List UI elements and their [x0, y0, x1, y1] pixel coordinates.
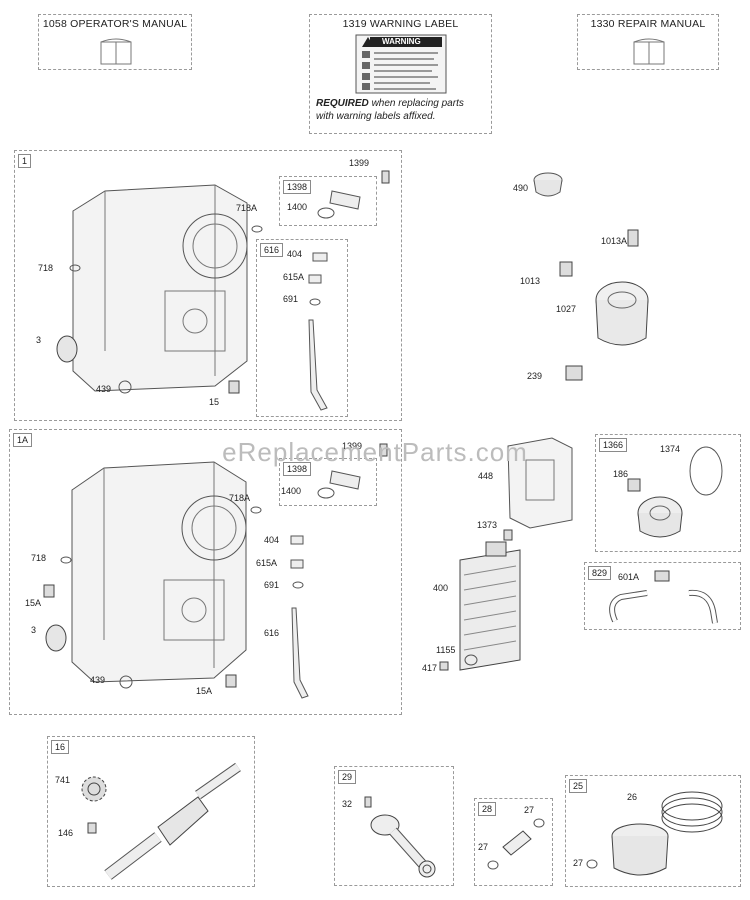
repair-manual-box: 1330 REPAIR MANUAL [577, 14, 719, 70]
group-1-tag: 1 [18, 154, 32, 168]
warning-label-title: 1319 WARNING LABEL [342, 18, 459, 30]
part-718a-b: 718A [229, 493, 251, 503]
required-bold: REQUIRED [316, 98, 369, 109]
group-829-tag: 829 [588, 566, 612, 580]
wrist-pin-drawing [487, 818, 545, 870]
part-417: 417 [422, 663, 438, 673]
hose-drawing [609, 570, 718, 624]
crankcase-drawing [56, 170, 390, 394]
crankshaft-drawing [81, 762, 241, 880]
required-note: REQUIRED when replacing parts with warni… [316, 97, 464, 123]
piston-drawing [586, 791, 723, 876]
part-439-b: 439 [90, 675, 106, 685]
part-1399-b: 1399 [342, 441, 363, 451]
group-1a-box: 1A 1398 [9, 429, 402, 715]
part-616-b: 616 [264, 628, 280, 638]
required-rest-2: with warning labels affixed. [316, 111, 436, 122]
part-1399-a: 1399 [349, 158, 370, 168]
part-1373: 1373 [477, 520, 498, 530]
part-26: 26 [627, 792, 638, 802]
group-1398-1a-box: 1398 [279, 458, 377, 506]
required-rest-1: when replacing parts [368, 98, 464, 109]
operators-manual-box: 1058 OPERATOR'S MANUAL [38, 14, 192, 70]
group-29-tag: 29 [338, 770, 357, 784]
group-829-box: 829 [584, 562, 741, 630]
group-25-box: 25 [565, 775, 741, 887]
operators-manual-title: 1058 OPERATOR'S MANUAL [42, 18, 188, 30]
warning-label-graphic [355, 34, 447, 94]
part-691-a: 691 [283, 294, 299, 304]
part-400: 400 [433, 583, 449, 593]
group-29-box: 29 [334, 766, 454, 886]
group-616-box: 616 [256, 239, 348, 417]
part-718a-a: 718A [236, 203, 258, 213]
part-1374: 1374 [660, 444, 681, 454]
dipstick-tube-drawing [308, 252, 328, 411]
group-28-tag: 28 [478, 802, 497, 816]
group-1398-box: 1398 [279, 176, 377, 226]
part-1398-label-1400-a: 1400 [287, 202, 308, 212]
part-32: 32 [342, 799, 353, 809]
part-448: 448 [478, 471, 494, 481]
group-1a-tag: 1A [13, 433, 33, 447]
gasket-drawing [317, 190, 361, 219]
group-616-tag: 616 [260, 243, 284, 257]
part-1013: 1013 [520, 276, 541, 286]
part-3-b: 3 [31, 625, 37, 635]
manual-book-icon-2 [633, 38, 665, 65]
adapter-drawing [627, 446, 723, 538]
part-404-a: 404 [287, 249, 303, 259]
part-27-b: 27 [478, 842, 489, 852]
part-1027: 1027 [556, 304, 577, 314]
part-691-b: 691 [264, 580, 280, 590]
warning-badge-text: WARNING [382, 37, 421, 46]
part-439: 439 [96, 384, 112, 394]
gasket-1a-drawing [317, 470, 361, 499]
watermark: eReplacementParts.com [222, 437, 528, 467]
group-25-tag: 25 [569, 779, 588, 793]
manual-book-icon [100, 38, 132, 65]
group-1366-tag: 1366 [599, 438, 628, 452]
group-1-box: 1 1398 616 [14, 150, 402, 421]
part-27-a: 27 [524, 805, 535, 815]
part-615a-a: 615A [283, 272, 305, 282]
part-3: 3 [36, 335, 42, 345]
group-28-box: 28 [474, 798, 553, 886]
connecting-rod-drawing [364, 796, 436, 878]
part-718: 718 [38, 263, 54, 273]
repair-manual-title: 1330 REPAIR MANUAL [590, 18, 706, 30]
part-186: 186 [613, 469, 629, 479]
group-1398-1a-tag: 1398 [283, 462, 312, 476]
part-146: 146 [58, 828, 74, 838]
group-1398-tag: 1398 [283, 180, 312, 194]
crankcase-1a-drawing [43, 443, 388, 699]
part-1400-b: 1400 [281, 486, 302, 496]
part-601a: 601A [618, 572, 640, 582]
part-27-c: 27 [573, 858, 584, 868]
part-741: 741 [55, 775, 71, 785]
part-615a-b: 615A [256, 558, 278, 568]
part-239: 239 [527, 371, 543, 381]
group-1366-box: 1366 [595, 434, 741, 552]
group-16-box: 16 [47, 736, 255, 887]
part-15a-b: 15A [196, 686, 213, 696]
part-1013a: 1013A [601, 236, 628, 246]
part-15a-a: 15A [25, 598, 42, 608]
part-718-b: 718 [31, 553, 47, 563]
part-490: 490 [513, 183, 529, 193]
part-404-b: 404 [264, 535, 280, 545]
part-1155: 1155 [436, 645, 456, 655]
group-16-tag: 16 [51, 740, 70, 754]
warning-label-box: 1319 WARNING LABEL WARNING REQUIRED when… [309, 14, 492, 134]
part-15: 15 [209, 397, 220, 407]
